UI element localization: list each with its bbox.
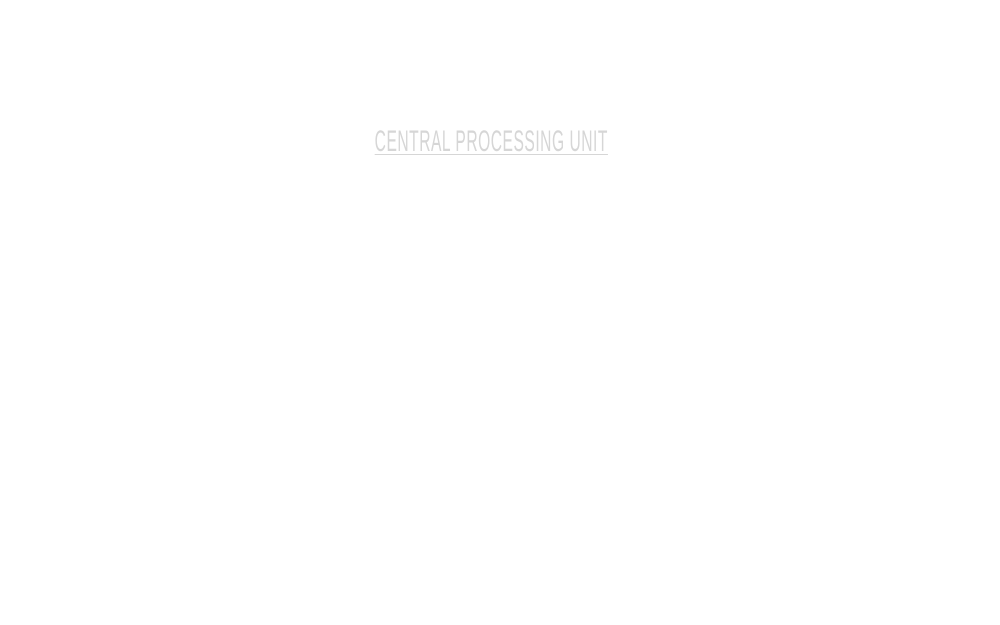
- heading-link[interactable]: CENTRAL PROCESSING UNIT: [374, 125, 609, 158]
- heading-container: CENTRAL PROCESSING UNIT: [0, 122, 983, 162]
